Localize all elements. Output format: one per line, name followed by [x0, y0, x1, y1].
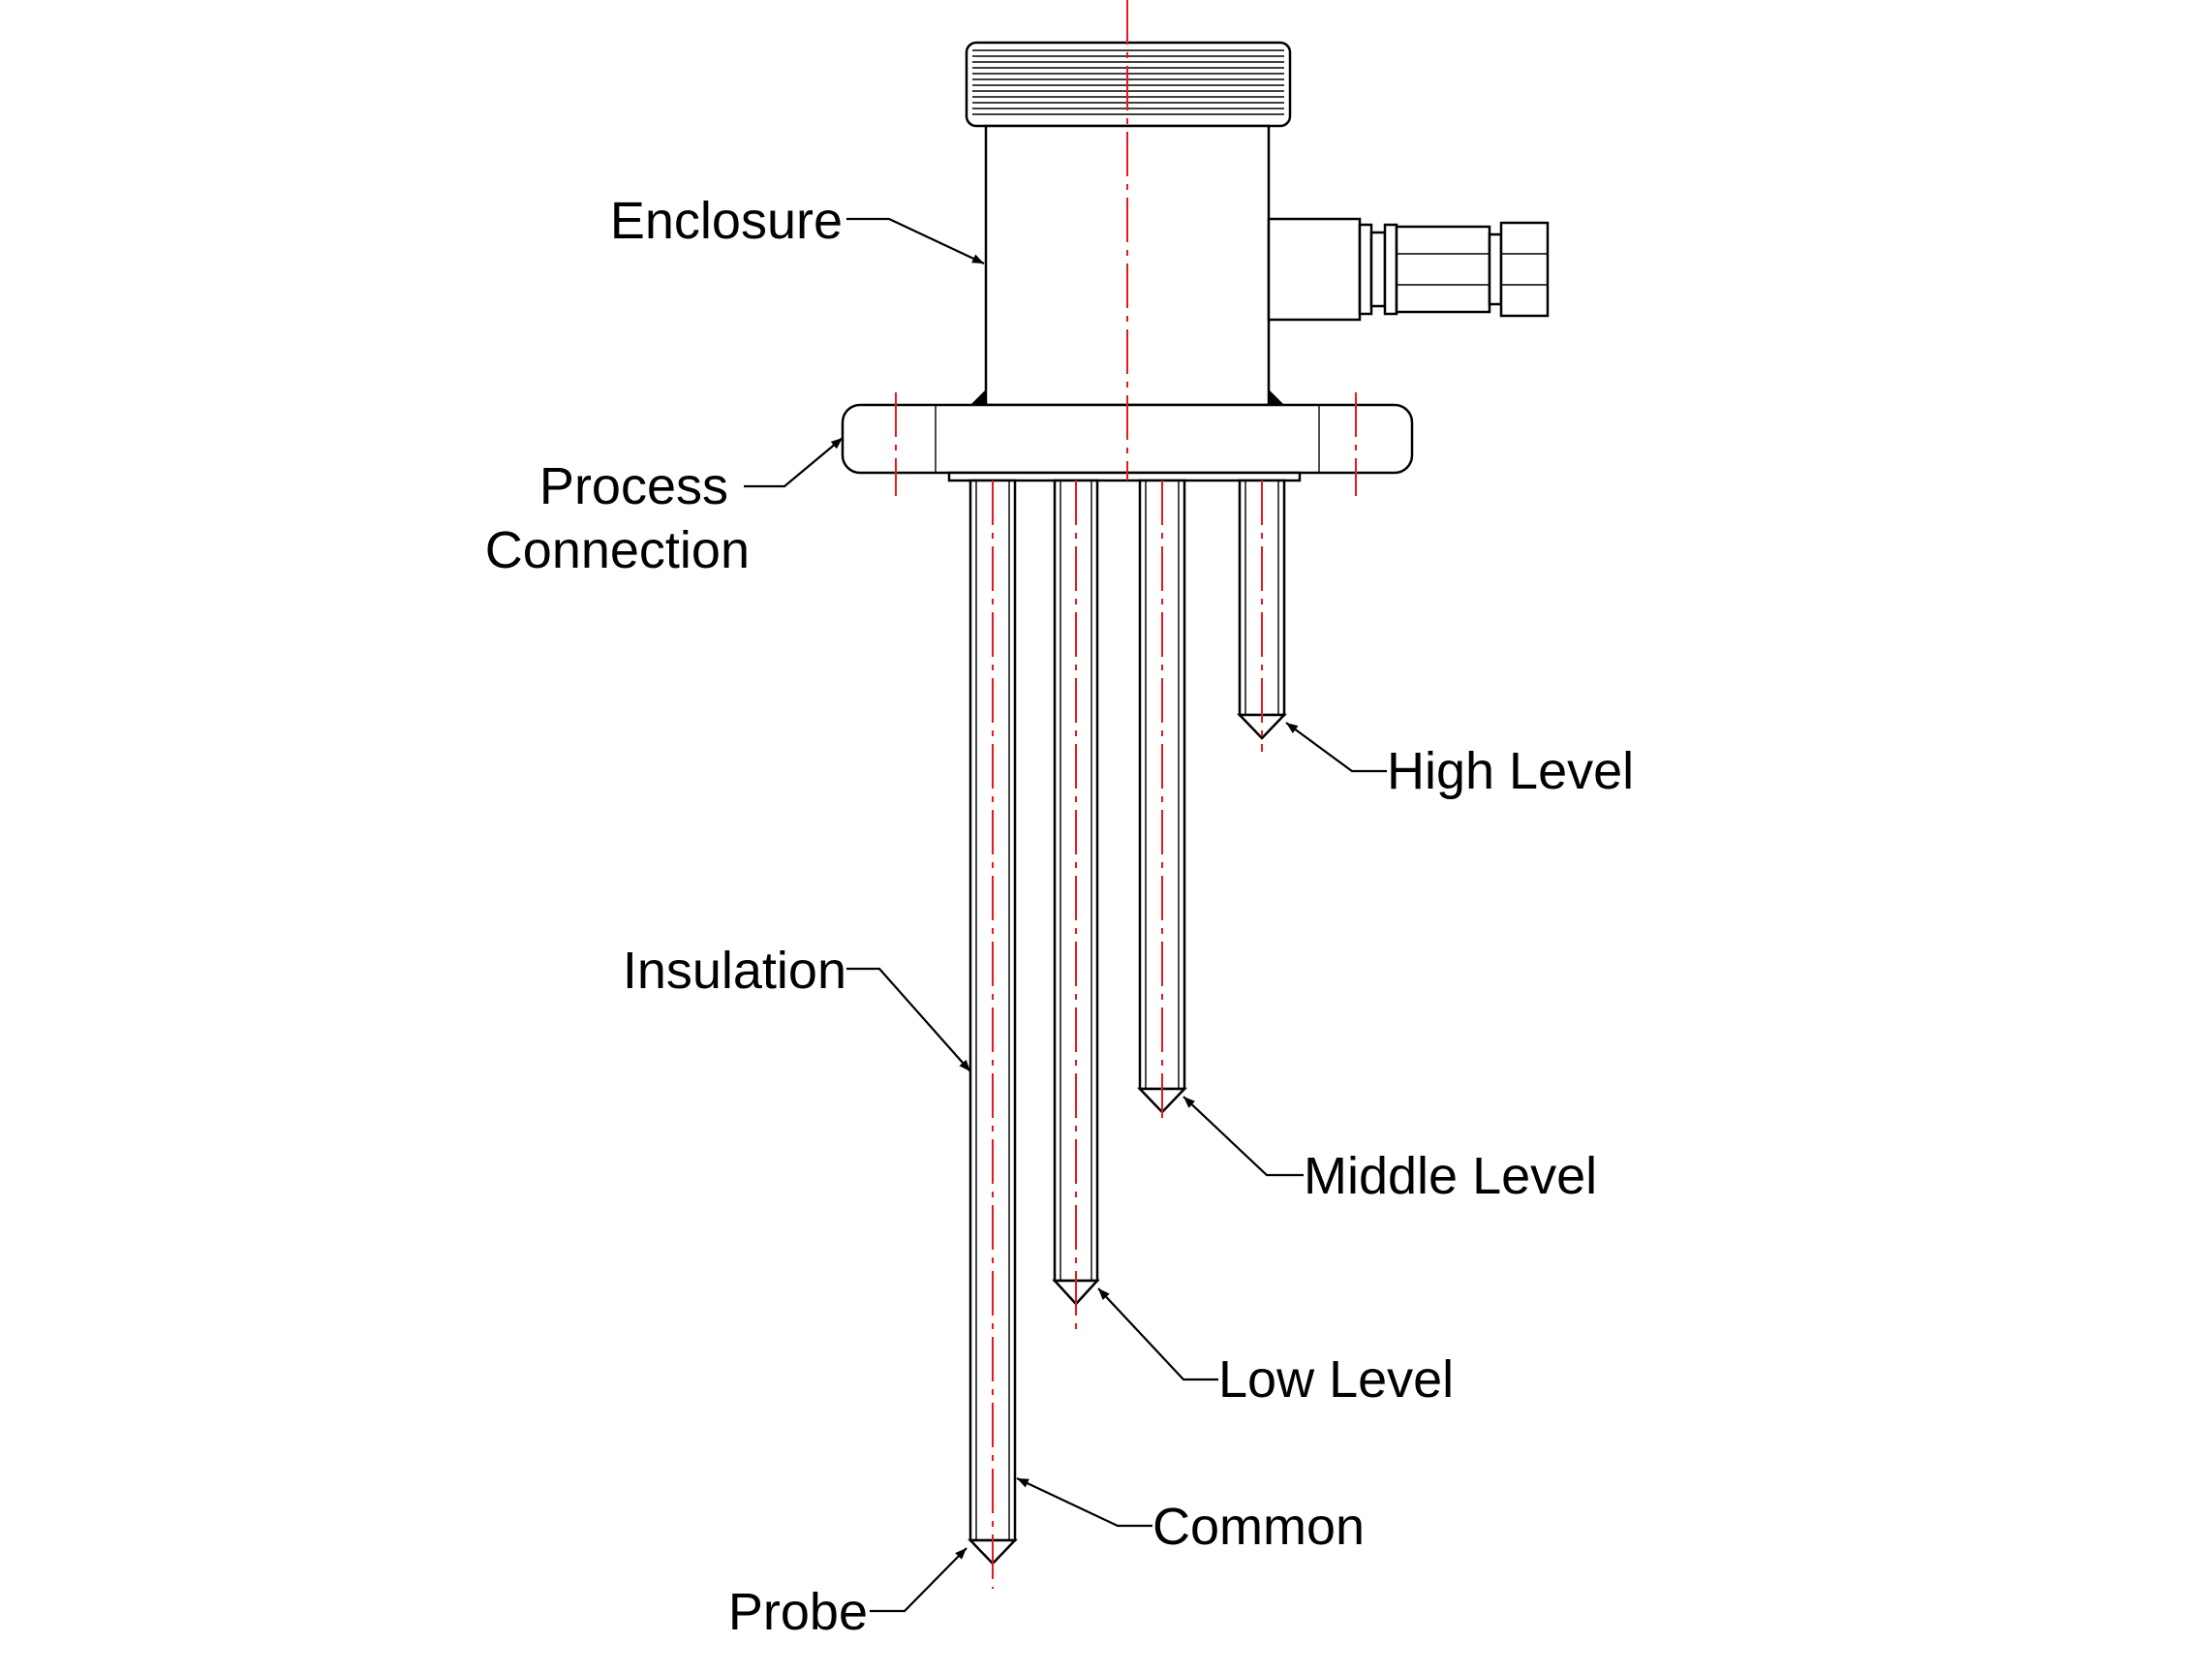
probe-leader: [870, 1547, 968, 1613]
enclosure-label: Enclosure: [610, 192, 843, 250]
low-level-label: Low Level: [1218, 1350, 1454, 1409]
middle-level-leader: [1183, 1096, 1304, 1177]
probe-label: Probe: [728, 1583, 868, 1641]
middle-level-label: Middle Level: [1304, 1147, 1597, 1205]
process-connection-leader: [744, 437, 844, 488]
low-level-leader: [1097, 1287, 1218, 1381]
process-label-line2: Connection: [485, 521, 750, 579]
labels: Enclosure Process Connection Insulation …: [485, 192, 1634, 1641]
high-level-label: High Level: [1387, 742, 1634, 800]
common-label: Common: [1152, 1498, 1365, 1556]
high-level-leader: [1285, 722, 1387, 773]
leader-lines: [744, 217, 1387, 1613]
enclosure-leader: [846, 217, 985, 264]
insulation-label: Insulation: [623, 942, 846, 1000]
process-label-line1: Process: [539, 457, 728, 515]
centerlines: [895, 0, 1357, 1589]
insulation-leader: [846, 967, 971, 1072]
common-leader: [1016, 1477, 1152, 1528]
cable-fitting: [1267, 217, 1550, 322]
